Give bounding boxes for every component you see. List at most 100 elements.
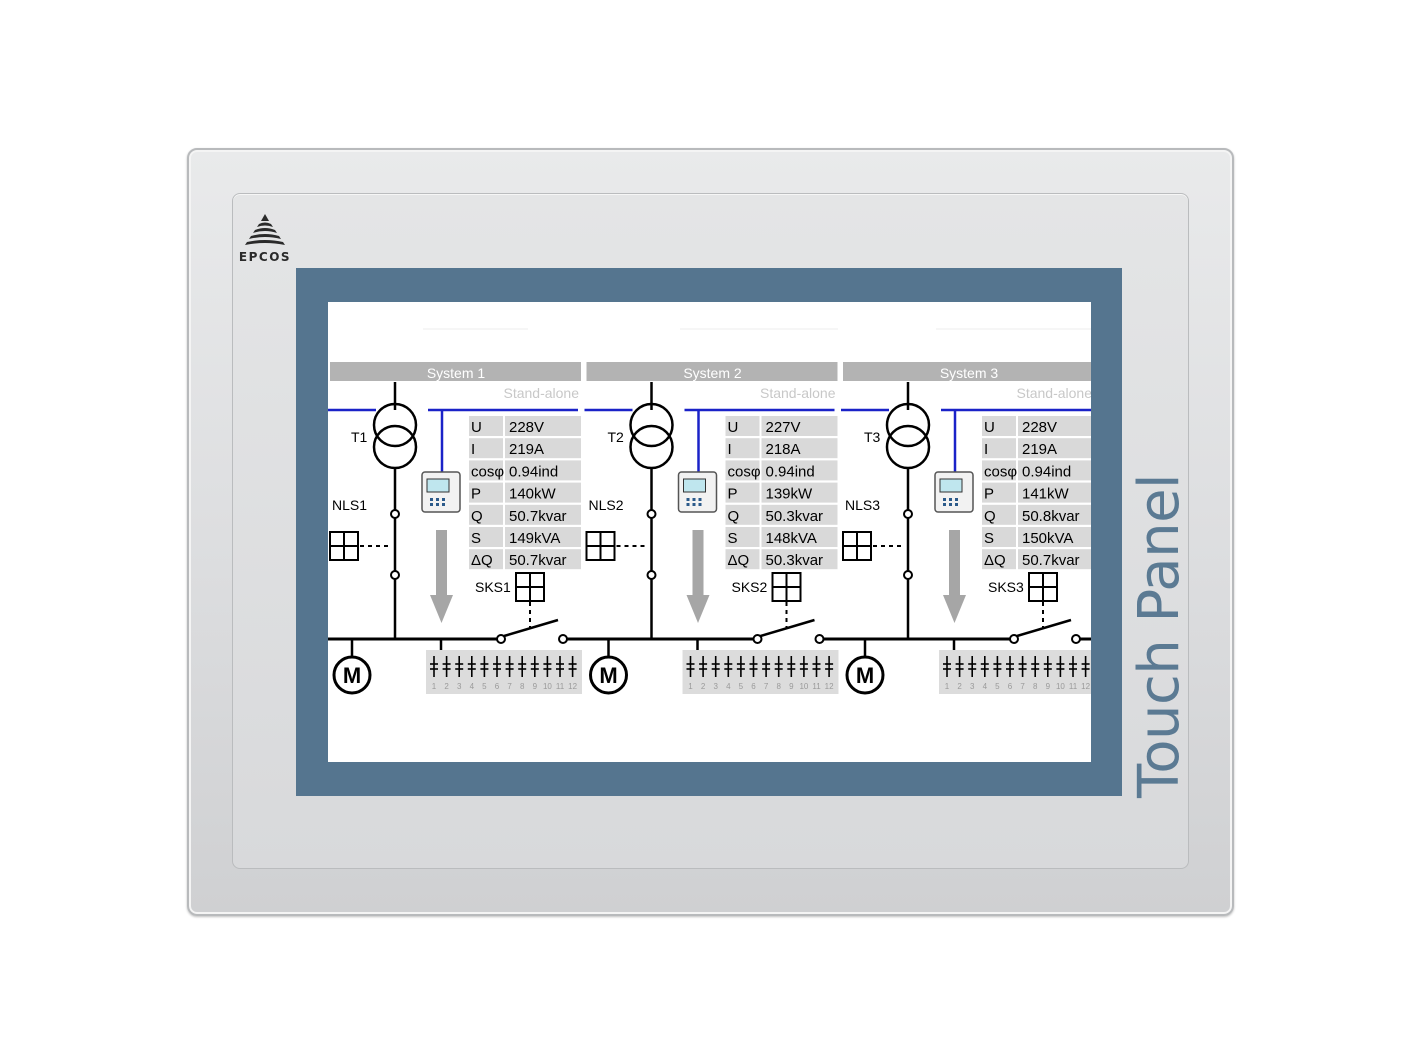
capacitor-step-8: 8 [520, 682, 525, 691]
measure-label-cell [725, 416, 760, 436]
epcos-logo [245, 214, 285, 245]
capacitor-step-6: 6 [1008, 682, 1013, 691]
measure-value-cell [1018, 416, 1091, 436]
capacitor-step-11: 11 [556, 682, 565, 691]
measure-label-5: Q [471, 508, 483, 525]
measure-value-7: 50.7kvar [1022, 552, 1080, 569]
measure-label-cell [982, 504, 1016, 525]
capacitor-step-1: 1 [688, 682, 693, 691]
transformer-winding-icon [885, 402, 931, 448]
coupler-gap [1017, 628, 1077, 648]
capacitor-bank [939, 650, 1091, 694]
capacitor-step-12: 12 [1081, 682, 1090, 691]
capacitor-step-1: 1 [945, 682, 950, 691]
sks-breaker-icon[interactable] [771, 572, 802, 602]
measure-label-cell [982, 482, 1016, 503]
measure-label-4: P [728, 486, 738, 503]
transformer-label: T3 [864, 429, 881, 445]
controller-key [442, 503, 445, 506]
measure-label-cell [469, 416, 503, 436]
controller-key [943, 498, 946, 501]
measure-value-2: 218A [766, 441, 801, 458]
measure-value-4: 140kW [509, 486, 557, 503]
nls-breaker-icon[interactable] [842, 531, 872, 561]
system-title: System 3 [940, 365, 999, 381]
nls-breaker-label: NLS3 [845, 497, 880, 513]
breaker-contact [646, 570, 657, 580]
measure-label-cell [469, 549, 503, 570]
controller-key [436, 498, 439, 501]
measure-value-cell [505, 438, 581, 459]
capacitor-step-11: 11 [1069, 682, 1078, 691]
capacitor-step-3: 3 [970, 682, 975, 691]
controller-key [686, 498, 690, 501]
sks-breaker-icon[interactable] [515, 572, 545, 602]
measure-label-cell [469, 438, 503, 459]
capacitor-step-12: 12 [825, 682, 834, 691]
capacitor-step-2: 2 [957, 682, 962, 691]
measure-value-2: 219A [509, 441, 544, 458]
measure-value-cell [505, 504, 581, 525]
controller-display [939, 478, 963, 493]
measure-value-5: 50.8kvar [1022, 508, 1080, 525]
measure-value-3: 0.94ind [766, 463, 815, 480]
flow-arrow-shaft [692, 530, 704, 595]
measure-value-cell [761, 549, 838, 570]
measure-value-cell [761, 482, 838, 503]
capacitor-step-10: 10 [799, 682, 808, 691]
controller-key [436, 503, 439, 506]
sks-breaker-icon[interactable] [1028, 572, 1058, 602]
coupler-contact [752, 634, 763, 644]
measure-label-7: ΔQ [728, 552, 750, 569]
measure-label-3: cosφ [471, 463, 504, 480]
measure-label-cell [725, 482, 760, 503]
capacitor-step-5: 5 [739, 682, 744, 691]
measure-label-cell [469, 482, 503, 503]
measure-value-3: 0.94ind [509, 463, 558, 480]
measure-label-cell [982, 549, 1016, 570]
capacitor-step-4: 4 [983, 682, 988, 691]
motor-label: M [856, 663, 874, 688]
nls-breaker-icon[interactable] [329, 531, 359, 561]
sks-breaker-label: SKS2 [732, 579, 768, 595]
capacitor-step-8: 8 [776, 682, 781, 691]
flow-arrow-shaft [949, 530, 960, 595]
measure-value-6: 150kVA [1022, 530, 1073, 547]
controller-device-icon[interactable] [934, 471, 974, 513]
controller-device-icon[interactable] [677, 471, 718, 513]
measure-label-cell [469, 527, 503, 547]
capacitor-step-7: 7 [764, 682, 769, 691]
coupler-contact [1009, 634, 1019, 644]
controller-key [692, 503, 696, 506]
measure-value-cell [1018, 460, 1091, 481]
capacitor-bank [682, 650, 839, 694]
capacitor-step-6: 6 [495, 682, 500, 691]
measure-value-1: 228V [509, 419, 544, 436]
measure-value-1: 227V [766, 419, 801, 436]
measure-label-cell [469, 460, 503, 481]
nls-breaker-icon[interactable] [585, 531, 616, 561]
controller-device-icon[interactable] [421, 471, 461, 513]
capacitor-bank [426, 650, 582, 694]
coupler-contact [558, 634, 568, 644]
transformer-winding-icon [629, 402, 674, 448]
measure-label-3: cosφ [728, 463, 761, 480]
measure-label-6: S [728, 530, 738, 547]
measure-label-cell [725, 438, 760, 459]
system-header [330, 362, 581, 381]
controller-key [442, 498, 445, 501]
controller-key [430, 503, 433, 506]
measure-label-2: I [471, 441, 475, 458]
coupler-switch-blade [760, 618, 815, 638]
capacitor-step-7: 7 [507, 682, 512, 691]
measure-label-5: Q [984, 508, 996, 525]
capacitor-step-10: 10 [543, 682, 552, 691]
measure-label-4: P [471, 486, 481, 503]
coupler-contact [1071, 634, 1081, 644]
nls-breaker-label: NLS2 [589, 497, 624, 513]
measure-value-cell [1018, 438, 1091, 459]
controller-key [955, 498, 958, 501]
